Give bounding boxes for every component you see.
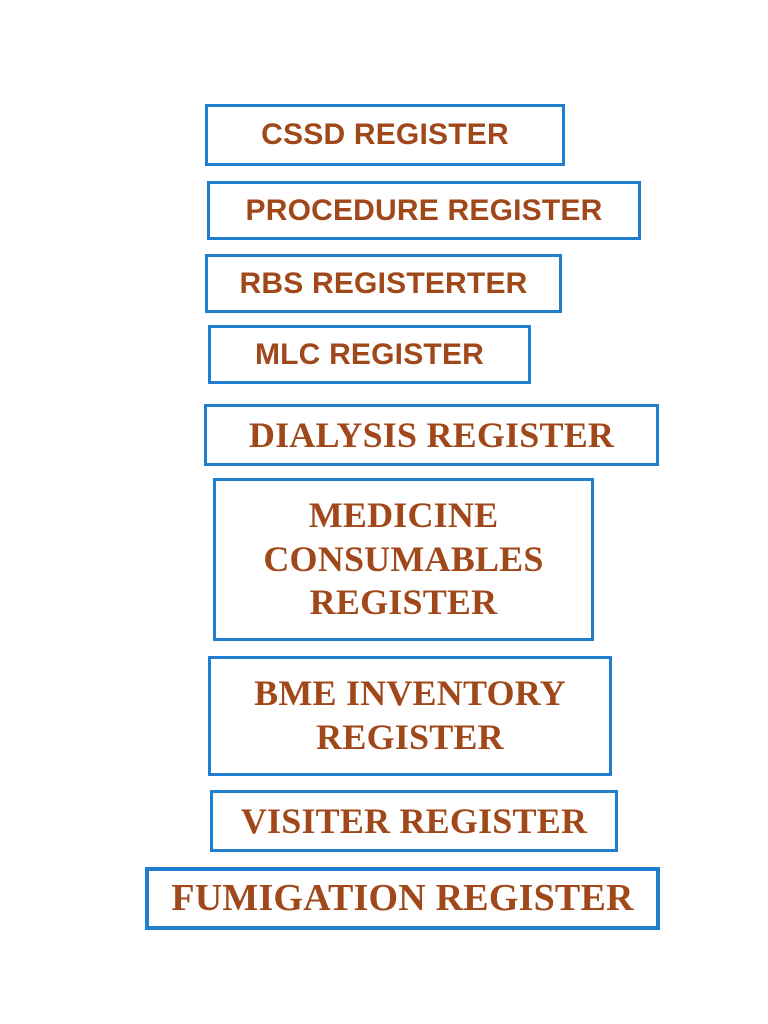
register-box-rbs-registerter[interactable]: RBS REGISTERTER: [205, 254, 562, 313]
register-label-visiter-register: VISITER REGISTER: [240, 800, 588, 841]
register-label-procedure-register: PROCEDURE REGISTER: [245, 193, 603, 227]
register-label-fumigation-register: FUMIGATION REGISTER: [171, 877, 634, 920]
register-box-fumigation-register[interactable]: FUMIGATION REGISTER: [145, 867, 660, 930]
register-box-medicine-consumables-register[interactable]: MEDICINE CONSUMABLES REGISTER: [213, 478, 594, 641]
register-box-dialysis-register[interactable]: DIALYSIS REGISTER: [204, 404, 659, 466]
register-box-mlc-register[interactable]: MLC REGISTER: [208, 325, 531, 384]
register-box-cssd-register[interactable]: CSSD REGISTER: [205, 104, 565, 166]
register-box-procedure-register[interactable]: PROCEDURE REGISTER: [207, 181, 641, 240]
register-label-cssd-register: CSSD REGISTER: [261, 118, 509, 152]
register-label-dialysis-register: DIALYSIS REGISTER: [248, 414, 615, 455]
register-label-bme-inventory-register: BME INVENTORY REGISTER: [254, 673, 566, 757]
register-label-rbs-registerter: RBS REGISTERTER: [239, 266, 528, 300]
register-label-medicine-consumables-register: MEDICINE CONSUMABLES REGISTER: [263, 494, 544, 623]
register-box-bme-inventory-register[interactable]: BME INVENTORY REGISTER: [208, 656, 612, 776]
register-box-visiter-register[interactable]: VISITER REGISTER: [210, 790, 618, 852]
register-label-mlc-register: MLC REGISTER: [254, 337, 485, 371]
